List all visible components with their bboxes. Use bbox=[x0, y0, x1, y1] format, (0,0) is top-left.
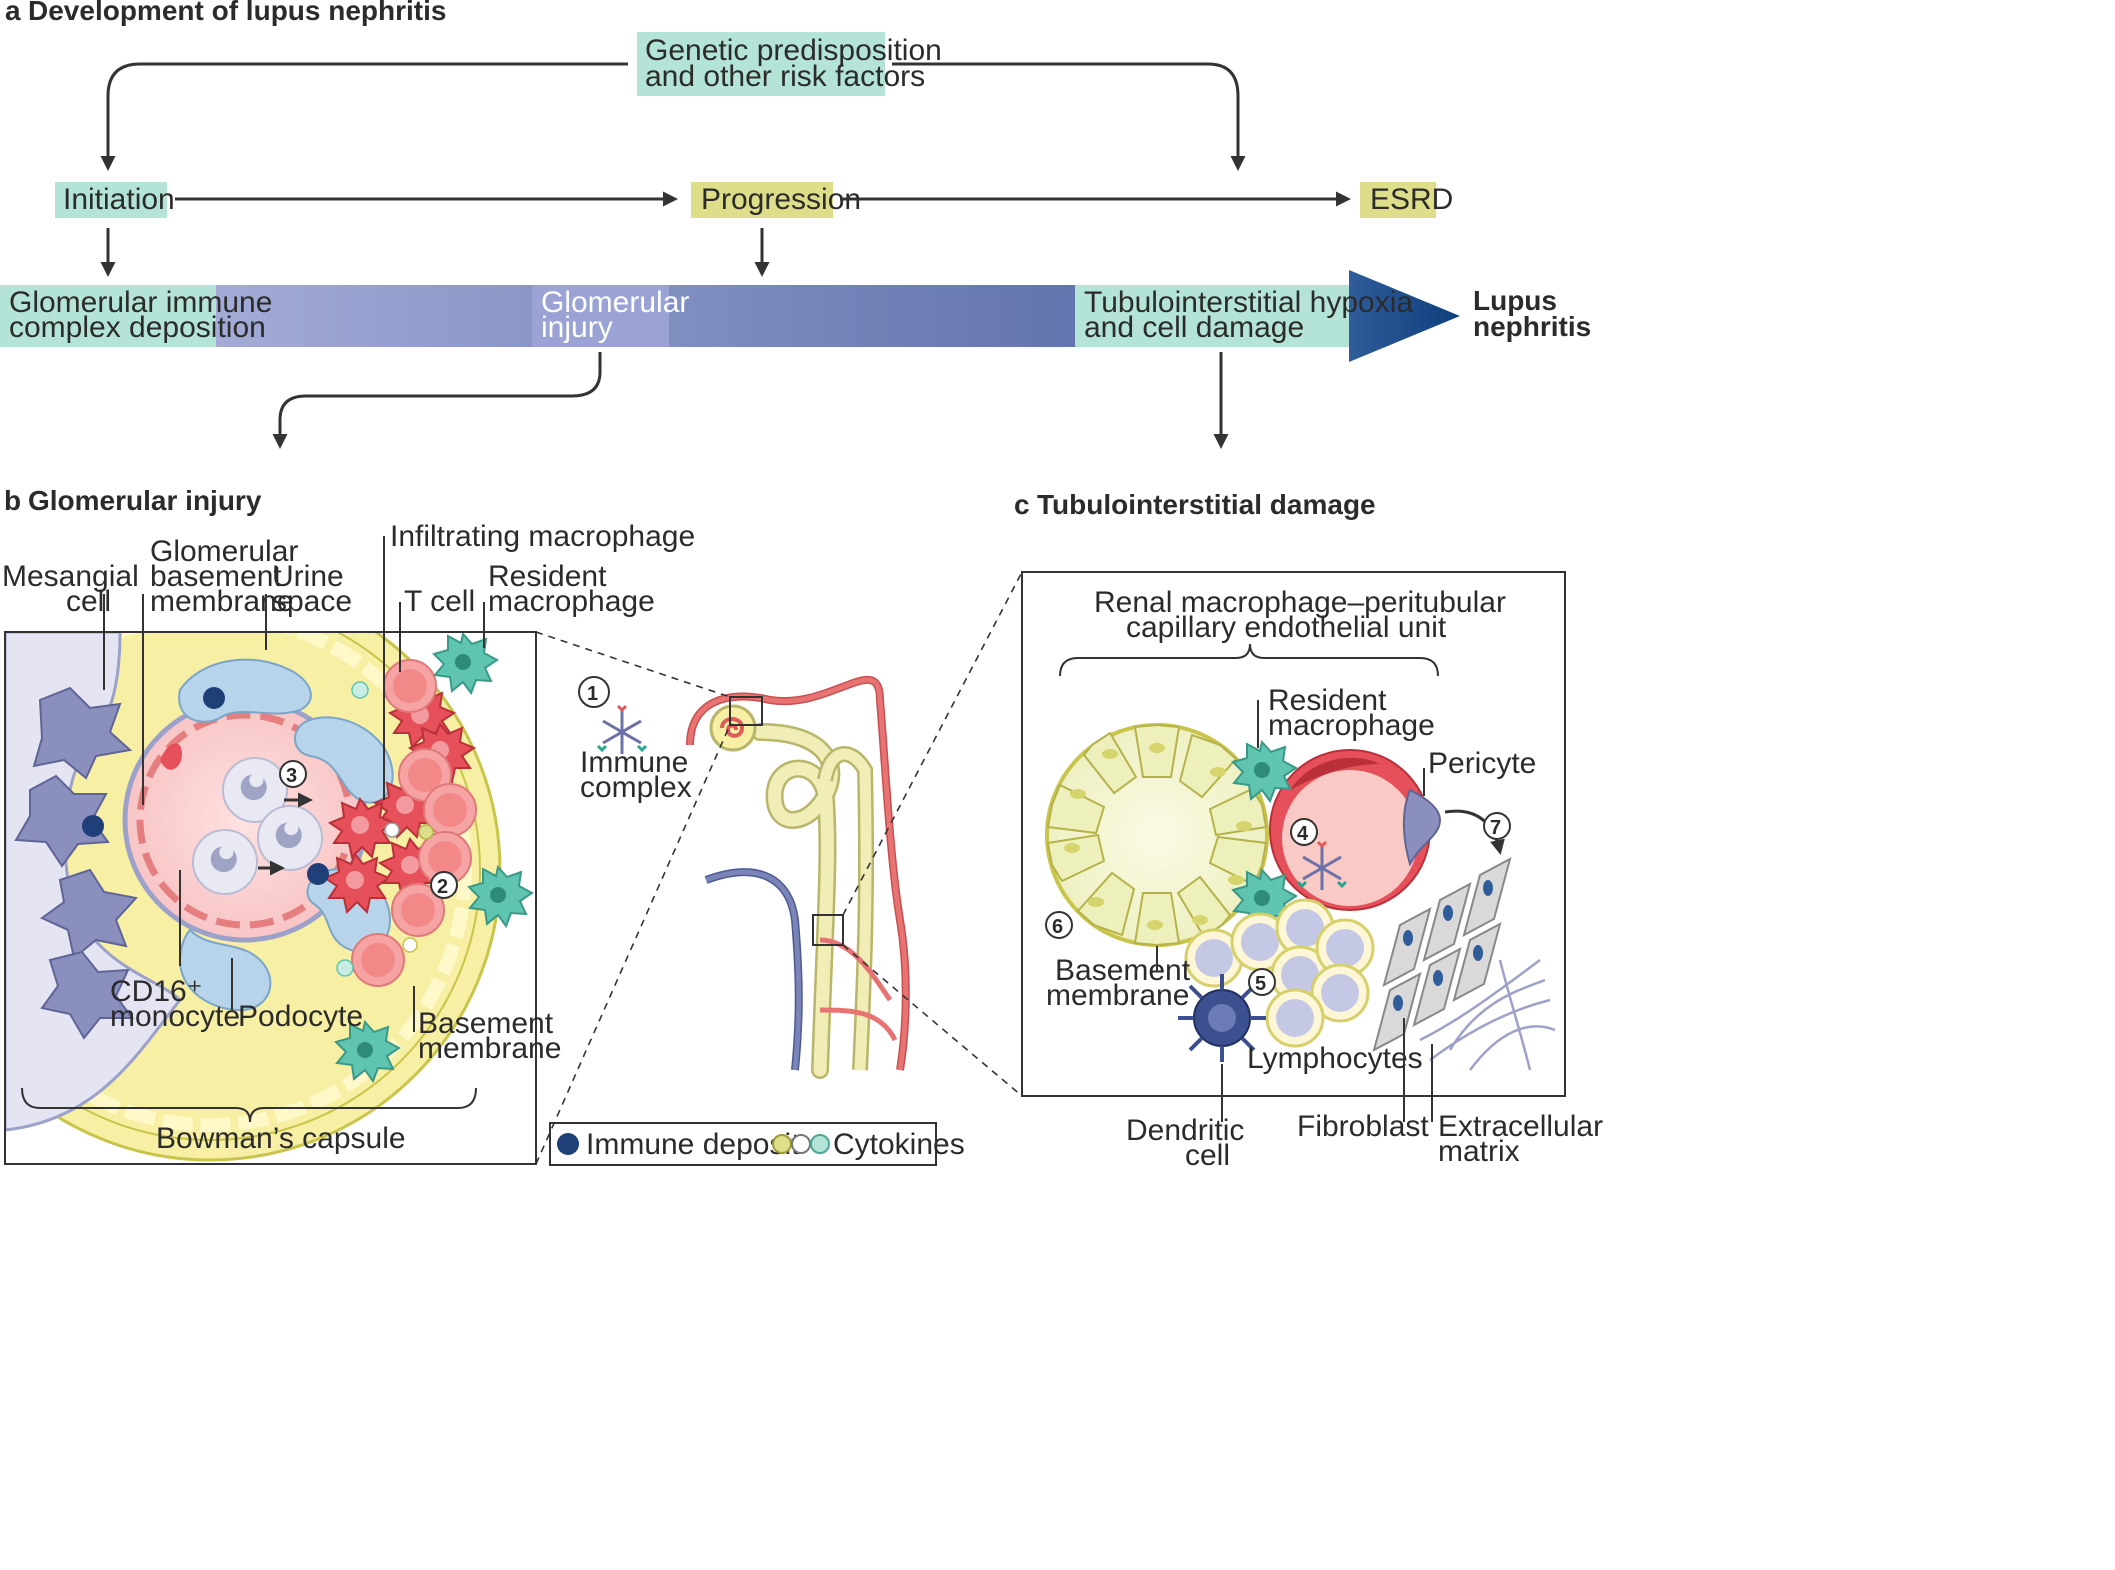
basement-c-line1: Basement bbox=[1055, 954, 1191, 987]
legend-cytokines: Cytokines bbox=[833, 1128, 965, 1161]
genetic-box bbox=[637, 32, 885, 96]
legend-cytokine-swatch-3 bbox=[810, 1134, 830, 1154]
ecm-line1: Extracellular bbox=[1438, 1110, 1603, 1143]
bar-left-box bbox=[0, 285, 216, 347]
genetic-line2: and other risk factors bbox=[645, 60, 925, 93]
cd16-line1: CD16⁺ bbox=[110, 975, 203, 1008]
infiltrating-label: Infiltrating macrophage bbox=[390, 520, 695, 553]
unit-bracket bbox=[1059, 643, 1439, 677]
genetic-to-initiation-arrow bbox=[100, 62, 628, 171]
resident-c-line1: Resident bbox=[1268, 684, 1387, 717]
panel-b-title: Glomerular injury bbox=[28, 485, 262, 516]
nephron-illustration bbox=[686, 675, 910, 1079]
extracellular-matrix bbox=[1419, 958, 1556, 1071]
legend-deposit-swatch bbox=[557, 1133, 579, 1155]
dendritic-line2: cell bbox=[1185, 1139, 1230, 1172]
unit-line2: capillary endothelial unit bbox=[1126, 611, 1447, 644]
initiation-box bbox=[55, 182, 167, 218]
bar-mid-line2: injury bbox=[541, 311, 613, 344]
marker-7: 7 bbox=[1490, 817, 1501, 839]
ecm-line2: matrix bbox=[1438, 1135, 1520, 1168]
gbm-line3: membrane bbox=[150, 585, 293, 618]
dendritic-line1: Dendritic bbox=[1126, 1114, 1244, 1147]
bowman-bracket bbox=[21, 1087, 477, 1123]
marker-6: 6 bbox=[1052, 916, 1063, 938]
pericyte-label: Pericyte bbox=[1428, 747, 1536, 780]
bar-left-line1: Glomerular immune bbox=[9, 286, 272, 319]
bar-mid-line1: Glomerular bbox=[541, 286, 689, 319]
podocyte-label: Podocyte bbox=[238, 1000, 363, 1033]
legend-cytokine-swatch-2 bbox=[791, 1134, 811, 1154]
panel-a-title: Development of lupus nephritis bbox=[28, 0, 446, 26]
progression-label: Progression bbox=[701, 183, 861, 216]
genetic-to-esrd-stage-arrow bbox=[892, 62, 1246, 171]
glomerular-injury-to-panel-b-arrow bbox=[272, 352, 602, 449]
basement-b-line1: Basement bbox=[418, 1007, 554, 1040]
panel-c-title: Tubulointerstitial damage bbox=[1037, 489, 1376, 520]
resident-b-line2: macrophage bbox=[488, 585, 655, 618]
gbm-line1: Glomerular bbox=[150, 535, 298, 568]
bar-right-line1: Tubulointerstitial hypoxia bbox=[1084, 286, 1413, 319]
basement-c-line2: membrane bbox=[1046, 979, 1189, 1012]
bar-mid-box bbox=[532, 285, 669, 347]
pericyte-shape bbox=[1402, 788, 1442, 867]
mesangial-line1: Mesangial bbox=[2, 560, 139, 593]
resident-b-line1: Resident bbox=[488, 560, 607, 593]
t-cell-1 bbox=[383, 659, 437, 713]
t-cell-6 bbox=[351, 933, 405, 987]
bar-left-line2: complex deposition bbox=[9, 311, 266, 344]
zoom-box-tubule bbox=[812, 914, 844, 946]
lymphocytes-label: Lymphocytes bbox=[1247, 1042, 1423, 1075]
resident-macrophage-b1 bbox=[433, 633, 498, 694]
esrd-label: ESRD bbox=[1370, 183, 1453, 216]
panel-c-frame bbox=[1021, 571, 1566, 1097]
panel-a-letter: a bbox=[5, 0, 21, 26]
tubule-cross-section bbox=[1045, 723, 1269, 947]
immune-line1: Immune bbox=[580, 746, 688, 779]
genetic-line1: Genetic predisposition bbox=[645, 34, 942, 67]
marker-2: 2 bbox=[437, 876, 448, 898]
initiation-label: Initiation bbox=[63, 183, 175, 216]
marker-1: 1 bbox=[587, 683, 598, 705]
timeline-arrowhead bbox=[1349, 270, 1460, 362]
outcome-line2: nephritis bbox=[1473, 311, 1591, 342]
tcell-label: T cell bbox=[404, 585, 475, 618]
marker-5: 5 bbox=[1255, 973, 1266, 995]
glomerulus-illustration bbox=[5, 632, 533, 1162]
lymphocyte-7 bbox=[1265, 988, 1325, 1048]
panel-b-frame bbox=[4, 631, 537, 1165]
panel-b-letter: b bbox=[4, 485, 21, 516]
bowman-label: Bowman’s capsule bbox=[156, 1122, 406, 1155]
resident-c-line2: macrophage bbox=[1268, 709, 1435, 742]
bar-right-box bbox=[1075, 285, 1351, 347]
legend-immune-deposit: Immune deposit bbox=[586, 1128, 800, 1161]
marker-4: 4 bbox=[1297, 823, 1309, 845]
progression-box bbox=[691, 182, 833, 218]
mesangial-cells bbox=[14, 686, 138, 1040]
immune-line2: complex bbox=[580, 771, 692, 804]
outcome-line1: Lupus bbox=[1473, 285, 1557, 316]
dendritic-cell-shape bbox=[1178, 974, 1266, 1062]
pericyte-transition-arrow bbox=[1444, 809, 1505, 855]
gbm-line2: basement bbox=[150, 560, 282, 593]
zoom-box-glomerulus bbox=[729, 696, 763, 726]
urine-line2: space bbox=[272, 585, 352, 618]
cd16-line2: monocyte bbox=[110, 1000, 240, 1033]
urine-line1: Urine bbox=[272, 560, 344, 593]
marker-3: 3 bbox=[286, 765, 297, 787]
fibroblasts bbox=[1372, 857, 1512, 1052]
bar-right-line2: and cell damage bbox=[1084, 311, 1304, 344]
legend-box bbox=[549, 1122, 937, 1166]
monocyte-3 bbox=[192, 829, 258, 895]
basement-b-line2: membrane bbox=[418, 1032, 561, 1065]
monocyte-2 bbox=[257, 805, 323, 871]
legend-cytokine-swatch-1 bbox=[772, 1134, 792, 1154]
esrd-box bbox=[1360, 182, 1436, 218]
panel-c-letter: c bbox=[1014, 489, 1030, 520]
unit-line1: Renal macrophage–peritubular bbox=[1094, 586, 1506, 619]
fibroblast-label: Fibroblast bbox=[1297, 1110, 1429, 1143]
